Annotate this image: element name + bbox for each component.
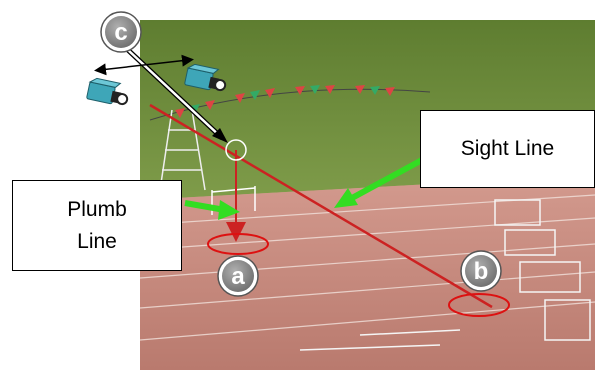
marker-a-label: a <box>231 263 245 290</box>
sight-line-label-box: Sight Line <box>420 110 595 188</box>
marker-b-label: b <box>474 258 489 285</box>
camera-icon <box>184 63 227 92</box>
sight-pointer-arrow <box>334 157 424 208</box>
sight-line-label: Sight Line <box>460 137 555 160</box>
target-ring-a <box>207 233 269 255</box>
camera-icon <box>86 77 129 106</box>
marker-c-label: c <box>114 19 127 46</box>
marker-b: b <box>460 250 502 292</box>
plumb-pointer-arrow <box>184 200 240 220</box>
plumb-label-line2: Line <box>77 229 117 253</box>
sight-line <box>149 103 493 309</box>
double-arrow-icon <box>94 54 194 76</box>
marker-a: a <box>217 255 259 297</box>
target-ring-b <box>448 293 510 317</box>
junction-circle <box>225 139 247 161</box>
marker-c: c <box>100 11 142 53</box>
plumb-label-line1: Plumb <box>67 197 127 221</box>
plumb-line-label-box: Plumb Line <box>12 180 182 271</box>
